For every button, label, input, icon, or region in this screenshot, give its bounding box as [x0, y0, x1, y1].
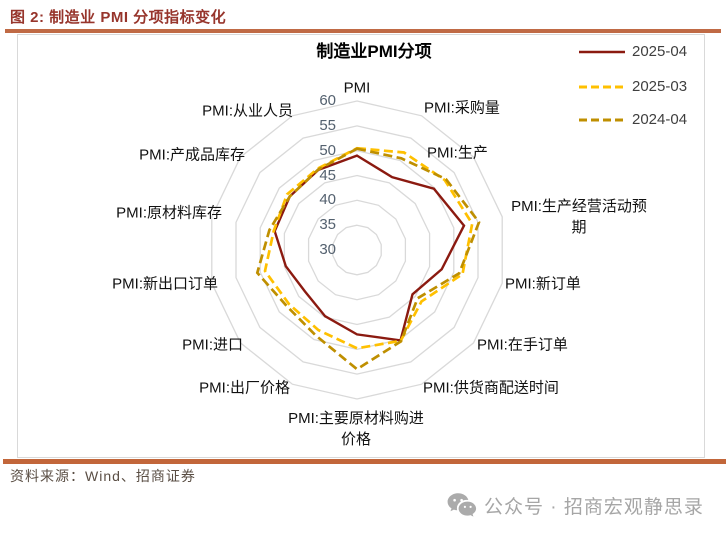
category-label-12: PMI:产成品库存 [139, 146, 245, 164]
radial-tick-55: 55 [319, 116, 336, 134]
grid-ring [259, 150, 455, 350]
radial-tick-40: 40 [319, 191, 336, 209]
category-label-10: PMI:新出口订单 [112, 275, 218, 293]
radial-tick-50: 50 [319, 141, 336, 159]
watermark: 公众号 · 招商宏观静思录 [446, 488, 704, 522]
category-label-1: PMI:采购量 [424, 99, 500, 117]
chart-title: 制造业PMI分项 [316, 42, 432, 61]
series-line-2024-04 [255, 147, 481, 371]
radial-tick-35: 35 [319, 216, 336, 234]
legend-label-2025-03: 2025-03 [632, 78, 688, 95]
top-divider [5, 29, 721, 33]
bottom-divider [3, 459, 726, 464]
series-line-2025-04 [273, 154, 466, 342]
radial-tick-60: 60 [319, 92, 336, 110]
source-note: 资料来源：Wind、招商证券 [10, 468, 196, 484]
grid-ring [211, 100, 503, 400]
grid-ring [235, 125, 479, 375]
wechat-icon [447, 493, 477, 517]
category-label-2: PMI:生产 [427, 144, 488, 162]
category-label-8: PMI:出厂价格 [199, 379, 290, 397]
category-label-13: PMI:从业人员 [202, 102, 293, 120]
radial-tick-45: 45 [319, 166, 336, 184]
category-label-0: PMI [343, 79, 371, 97]
grid-ring [307, 199, 407, 301]
category-label-9: PMI:进口 [182, 336, 243, 354]
grid-ring [332, 224, 382, 276]
category-label-7: PMI:主要原材料购进价格 [288, 410, 424, 448]
category-label-5: PMI:在手订单 [477, 336, 568, 354]
grid-ring [283, 174, 431, 326]
category-label-3: PMI:生产经营活动预期 [511, 198, 647, 236]
category-label-11: PMI:原材料库存 [116, 204, 222, 222]
category-label-4: PMI:新订单 [505, 275, 581, 293]
category-label-6: PMI:供货商配送时间 [423, 379, 559, 397]
radial-tick-30: 30 [319, 241, 336, 258]
figure-caption: 图 2: 制造业 PMI 分项指标变化 [10, 9, 227, 26]
chart-plot-border [17, 34, 705, 458]
watermark-text: 公众号 · 招商宏观静思录 [484, 496, 704, 518]
legend-label-2025-04: 2025-04 [632, 43, 688, 60]
legend-label-2024-04: 2024-04 [632, 111, 688, 128]
